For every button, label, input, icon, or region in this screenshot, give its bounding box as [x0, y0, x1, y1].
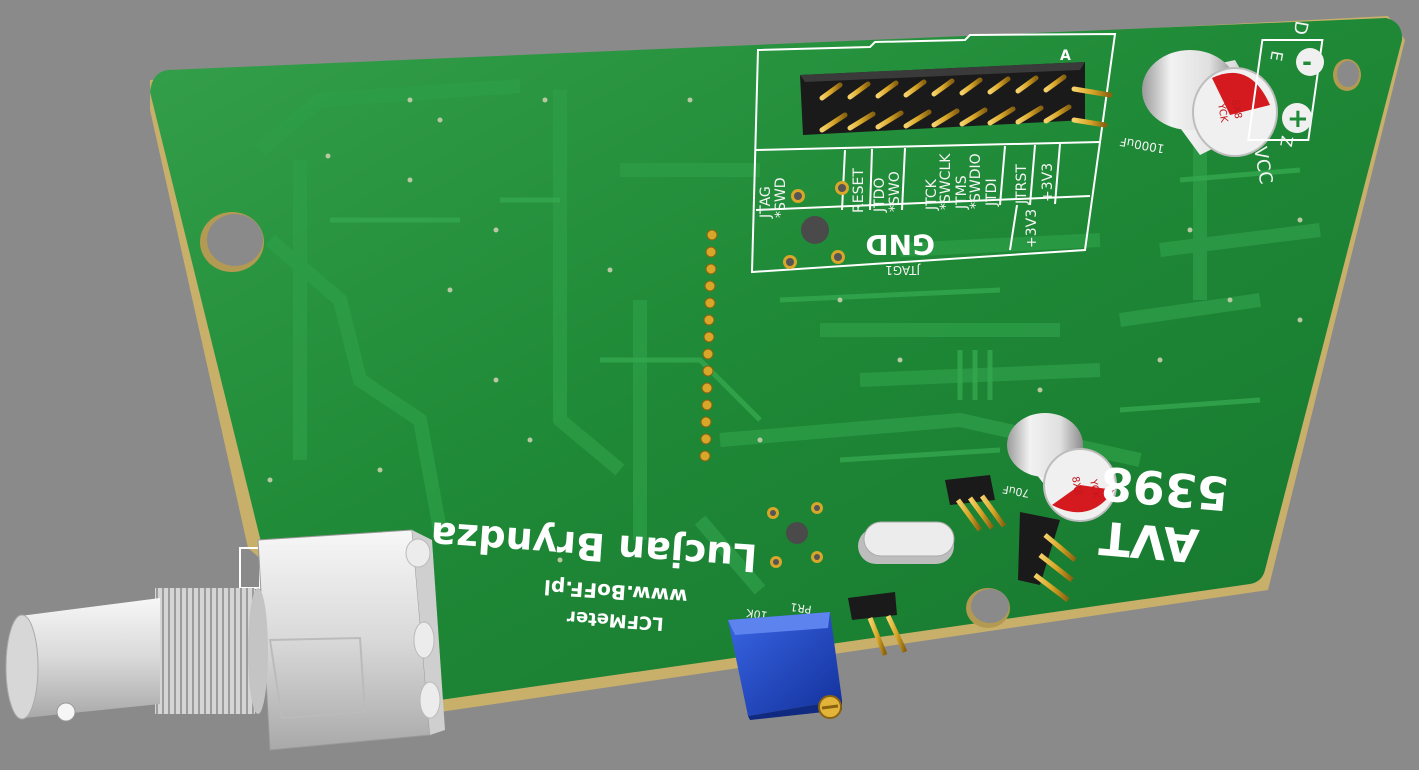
pot-pads [767, 502, 823, 568]
mounting-holes [200, 59, 1361, 628]
jtag-label-jtms: JTMS [954, 175, 970, 210]
copper-traces-thin [330, 167, 1301, 463]
jtag-label-jtdi: JTDI [984, 178, 1000, 207]
header-3pin-b [1018, 512, 1077, 602]
jtag-label-jtag: JTAG [758, 186, 774, 219]
cap2-value: 70uF [1001, 482, 1030, 500]
power-minus-pad [1296, 48, 1324, 76]
vias [267, 97, 1303, 563]
cap1-brand: YCK [1215, 102, 1229, 124]
cap2-brand: YCK [1087, 478, 1101, 500]
pot-ref-label: PR1 [790, 600, 813, 616]
jtag-pin-a: A [1060, 48, 1071, 64]
avt-label: AVT [1097, 510, 1201, 573]
jtag-label-swo: *SWO [887, 171, 903, 212]
part-number-label: 5398 [1099, 456, 1231, 521]
power-d-label: D [1289, 19, 1312, 36]
jtag1-label: JTAG1 [885, 263, 921, 277]
jtag-label-reset: RESET [851, 168, 867, 213]
power-terminal: - + D E Z VCC [1247, 19, 1324, 186]
jtag-label-swd: *SWD [773, 177, 789, 218]
jtag-label-3v3-a: +3V3 [1040, 163, 1056, 202]
capacitor-small: 8X8 YCK [1007, 413, 1117, 522]
trimmer-potentiometer [728, 612, 842, 720]
jtag-label-jtdo: JTDO [872, 178, 888, 213]
jtag-label-jtck: JTCK [924, 178, 940, 211]
crystal-oscillator [858, 521, 955, 564]
capacitor-1000uf: 8X8 YCK [1142, 50, 1278, 157]
header-3pin-a [945, 475, 1007, 532]
power-minus-label: - [1302, 48, 1312, 76]
cap2-size: 8X8 [1069, 476, 1083, 497]
bnc-connector [5, 529, 445, 751]
power-e-label: E [1266, 49, 1286, 62]
power-z-label: Z [1276, 134, 1297, 148]
gnd-label: GND [865, 228, 935, 261]
jtag-silkscreen-frame [750, 32, 1117, 274]
jtag-label-3v3-b: +3V3 [1024, 209, 1040, 248]
header-2pin [848, 592, 908, 656]
power-plus-label: + [1287, 104, 1309, 134]
jtag-label-swclk: *SWCLK [938, 153, 954, 210]
jtag-label-jtrst: JTRST [1014, 164, 1030, 205]
power-plus-pad [1282, 103, 1312, 133]
jtag-header: A [800, 48, 1113, 135]
jtag-label-swdio: *SWDIO [968, 153, 984, 209]
pcb-board [150, 18, 1403, 700]
jtag-pin-labels: JTAG *SWD RESET JTDO *SWO JTCK *SWCLK JT… [758, 153, 1056, 248]
cap1-size: 8X8 [1229, 99, 1243, 120]
pad-column [699, 229, 718, 462]
jtag-pads [783, 181, 849, 269]
